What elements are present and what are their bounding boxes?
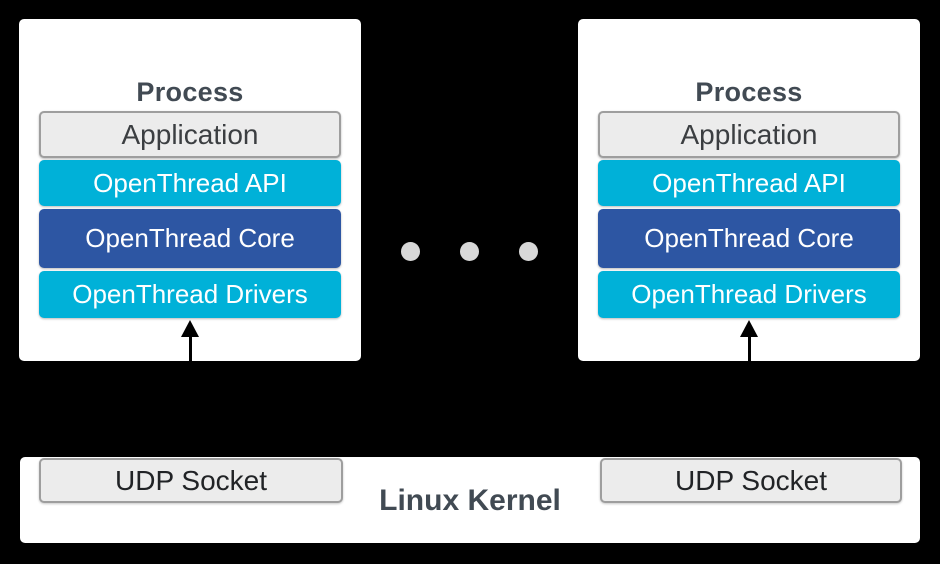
dot-icon [519,242,538,261]
dot-icon [401,242,420,261]
udp-socket-left: UDP Socket [39,458,343,503]
process-card-left: Process Application OpenThread API OpenT… [19,19,361,361]
process-card-right: Process Application OpenThread API OpenT… [578,19,920,361]
ellipsis-dots-icon [401,242,538,261]
layer-openthread-drivers: OpenThread Drivers [39,271,341,318]
process-title: Process [695,77,803,108]
process-title: Process [136,77,244,108]
linux-kernel-label: Linux Kernel [379,484,561,517]
layer-application: Application [598,111,900,158]
arrow-line [188,334,192,361]
arrow-head [740,320,758,337]
layer-openthread-drivers: OpenThread Drivers [598,271,900,318]
arrow-line [747,334,751,361]
layer-openthread-core: OpenThread Core [598,209,900,268]
layer-openthread-api: OpenThread API [598,160,900,206]
arrow-head [181,320,199,337]
linux-kernel-bar: UDP Socket Linux Kernel UDP Socket [20,457,920,543]
layer-openthread-api: OpenThread API [39,160,341,206]
arrow-up-icon [740,320,758,361]
dot-icon [460,242,479,261]
layer-application: Application [39,111,341,158]
udp-socket-right: UDP Socket [600,458,902,503]
arrow-up-icon [181,320,199,361]
layer-openthread-core: OpenThread Core [39,209,341,268]
